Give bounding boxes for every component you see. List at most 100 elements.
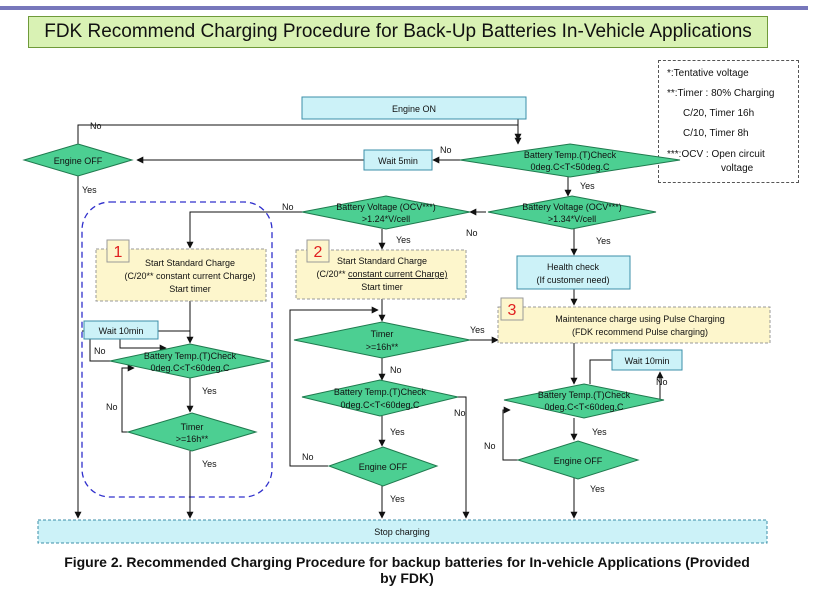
voltage-124-threshold: >1.24*V/cell: [362, 214, 410, 224]
figure-caption-line-1: Figure 2. Recommended Charging Procedure…: [64, 554, 750, 570]
wait-10min-left-label: Wait 10min: [99, 326, 144, 336]
temp-check-left-decision: [109, 343, 271, 379]
temp-check-top-decision: [459, 143, 681, 178]
voltage-134-decision: [487, 195, 657, 230]
temp-check-top-range: 0deg.C<T<50deg.C: [530, 162, 610, 172]
legend-line: voltage: [721, 163, 754, 174]
stop-charging-label: Stop charging: [374, 527, 430, 537]
voltage-124-title: Battery Voltage (OCV***): [336, 202, 436, 212]
legend-line: C/10, Timer 8h: [683, 128, 749, 139]
legend-box: *:Tentative voltage **:Timer : 80% Charg…: [658, 60, 799, 183]
connector: [289, 306, 379, 467]
edge-label-yes: Yes: [390, 494, 405, 504]
standard-charge-2-timer: Start timer: [361, 282, 403, 292]
wait-5min-label: Wait 5min: [378, 156, 418, 166]
health-check-box: [516, 255, 631, 290]
standard-charge-2-detail-a: (C/20**: [316, 269, 348, 279]
engine-on-box: [301, 96, 527, 120]
legend-line: *:Tentative voltage: [667, 68, 749, 79]
temp-check-right-range: 0deg.C<T<60deg.C: [544, 402, 624, 412]
wait-10min-left-box: [83, 320, 159, 340]
connector: [502, 406, 518, 461]
edge-label-no: No: [90, 121, 102, 131]
wait-5min-box: [363, 149, 433, 171]
edge-label-yes: Yes: [202, 386, 217, 396]
voltage-134-title: Battery Voltage (OCV***): [522, 202, 622, 212]
voltage-134-threshold: >1.34*V/cell: [548, 214, 596, 224]
edge-label-yes: Yes: [82, 185, 97, 195]
temp-check-right-title: Battery Temp.(T)Check: [538, 390, 631, 400]
connector: [456, 396, 470, 519]
edge-label-yes: Yes: [592, 427, 607, 437]
edge-label-no: No: [282, 202, 294, 212]
wait-10min-right-label: Wait 10min: [625, 356, 670, 366]
legend-line: ***:OCV : Open circuit: [667, 149, 765, 160]
connector: [121, 364, 135, 433]
connector: [119, 337, 167, 352]
standard-charge-1-title: Start Standard Charge: [145, 258, 235, 268]
edge-label-no: No: [302, 452, 314, 462]
step-2-badge: [306, 239, 330, 263]
edge-label-yes: Yes: [396, 235, 411, 245]
engine-off-right-label: Engine OFF: [554, 456, 603, 466]
edge-label-no: No: [484, 441, 496, 451]
standard-charge-2-detail: (C/20** constant current Charge): [316, 269, 447, 279]
edge-label-no: No: [94, 346, 106, 356]
edge-label-no: No: [466, 228, 478, 238]
edge-label-yes: Yes: [596, 236, 611, 246]
standard-charge-1-detail: (C/20** constant current Charge): [124, 271, 255, 281]
temp-check-middle-title: Battery Temp.(T)Check: [334, 387, 427, 397]
timer-left-decision: [126, 412, 258, 452]
stop-charging-box: [37, 519, 768, 544]
health-check-sublabel: (If customer need): [536, 275, 609, 285]
edge-label-no: No: [656, 377, 668, 387]
engine-off-middle-label: Engine OFF: [359, 462, 408, 472]
step-3-badge: [500, 297, 524, 321]
temp-check-middle-range: 0deg.C<T<60deg.C: [340, 400, 420, 410]
temp-check-right-decision: [503, 383, 665, 419]
standard-charge-1-timer: Start timer: [169, 284, 211, 294]
maintenance-charge-detail: (FDK recommend Pulse charging): [572, 327, 708, 337]
step-3-number: 3: [508, 302, 517, 319]
legend-line: **:Timer : 80% Charging: [667, 88, 775, 99]
temp-check-middle-decision: [301, 379, 459, 417]
health-check-label: Health check: [547, 262, 600, 272]
temp-check-top-title: Battery Temp.(T)Check: [524, 150, 617, 160]
engine-on-label: Engine ON: [392, 104, 436, 114]
edge-label-no: No: [106, 402, 118, 412]
figure-caption-line-2: by FDK): [380, 570, 434, 586]
engine-off-top-label: Engine OFF: [54, 156, 103, 166]
standard-charge-2-title: Start Standard Charge: [337, 256, 427, 266]
edge-label-no: No: [454, 408, 466, 418]
temp-check-left-range: 0deg.C<T<60deg.C: [150, 363, 230, 373]
timer-middle-threshold: >=16h**: [366, 342, 399, 352]
engine-off-top-decision: [22, 143, 134, 177]
edge-label-no: No: [390, 365, 402, 375]
connector: [589, 359, 612, 384]
top-rule: [0, 6, 808, 10]
timer-left-threshold: >=16h**: [176, 434, 209, 444]
engine-off-middle-decision: [327, 446, 439, 487]
edge-label-yes: Yes: [470, 325, 485, 335]
step-1-number: 1: [114, 244, 123, 261]
timer-middle-decision: [293, 321, 471, 359]
timer-middle-title: Timer: [371, 329, 394, 339]
timer-left-title: Timer: [181, 422, 204, 432]
step-1-badge: [106, 239, 130, 263]
edge-label-yes: Yes: [390, 427, 405, 437]
connector: [77, 124, 522, 144]
maintenance-charge-title: Maintenance charge using Pulse Charging: [555, 314, 725, 324]
diagram-title: FDK Recommend Charging Procedure for Bac…: [28, 16, 768, 48]
wait-10min-right-box: [611, 349, 683, 371]
standard-charge-2-detail-b: constant current Charge): [348, 269, 448, 279]
temp-check-left-title: Battery Temp.(T)Check: [144, 351, 237, 361]
figure-caption: Figure 2. Recommended Charging Procedure…: [6, 554, 808, 586]
maintenance-charge-box: [497, 306, 771, 344]
step-2-number: 2: [314, 244, 323, 261]
legend-line: C/20, Timer 16h: [683, 108, 755, 119]
edge-label-yes: Yes: [580, 181, 595, 191]
engine-off-right-decision: [516, 440, 640, 480]
voltage-124-decision: [301, 195, 471, 230]
connector: [186, 211, 302, 249]
